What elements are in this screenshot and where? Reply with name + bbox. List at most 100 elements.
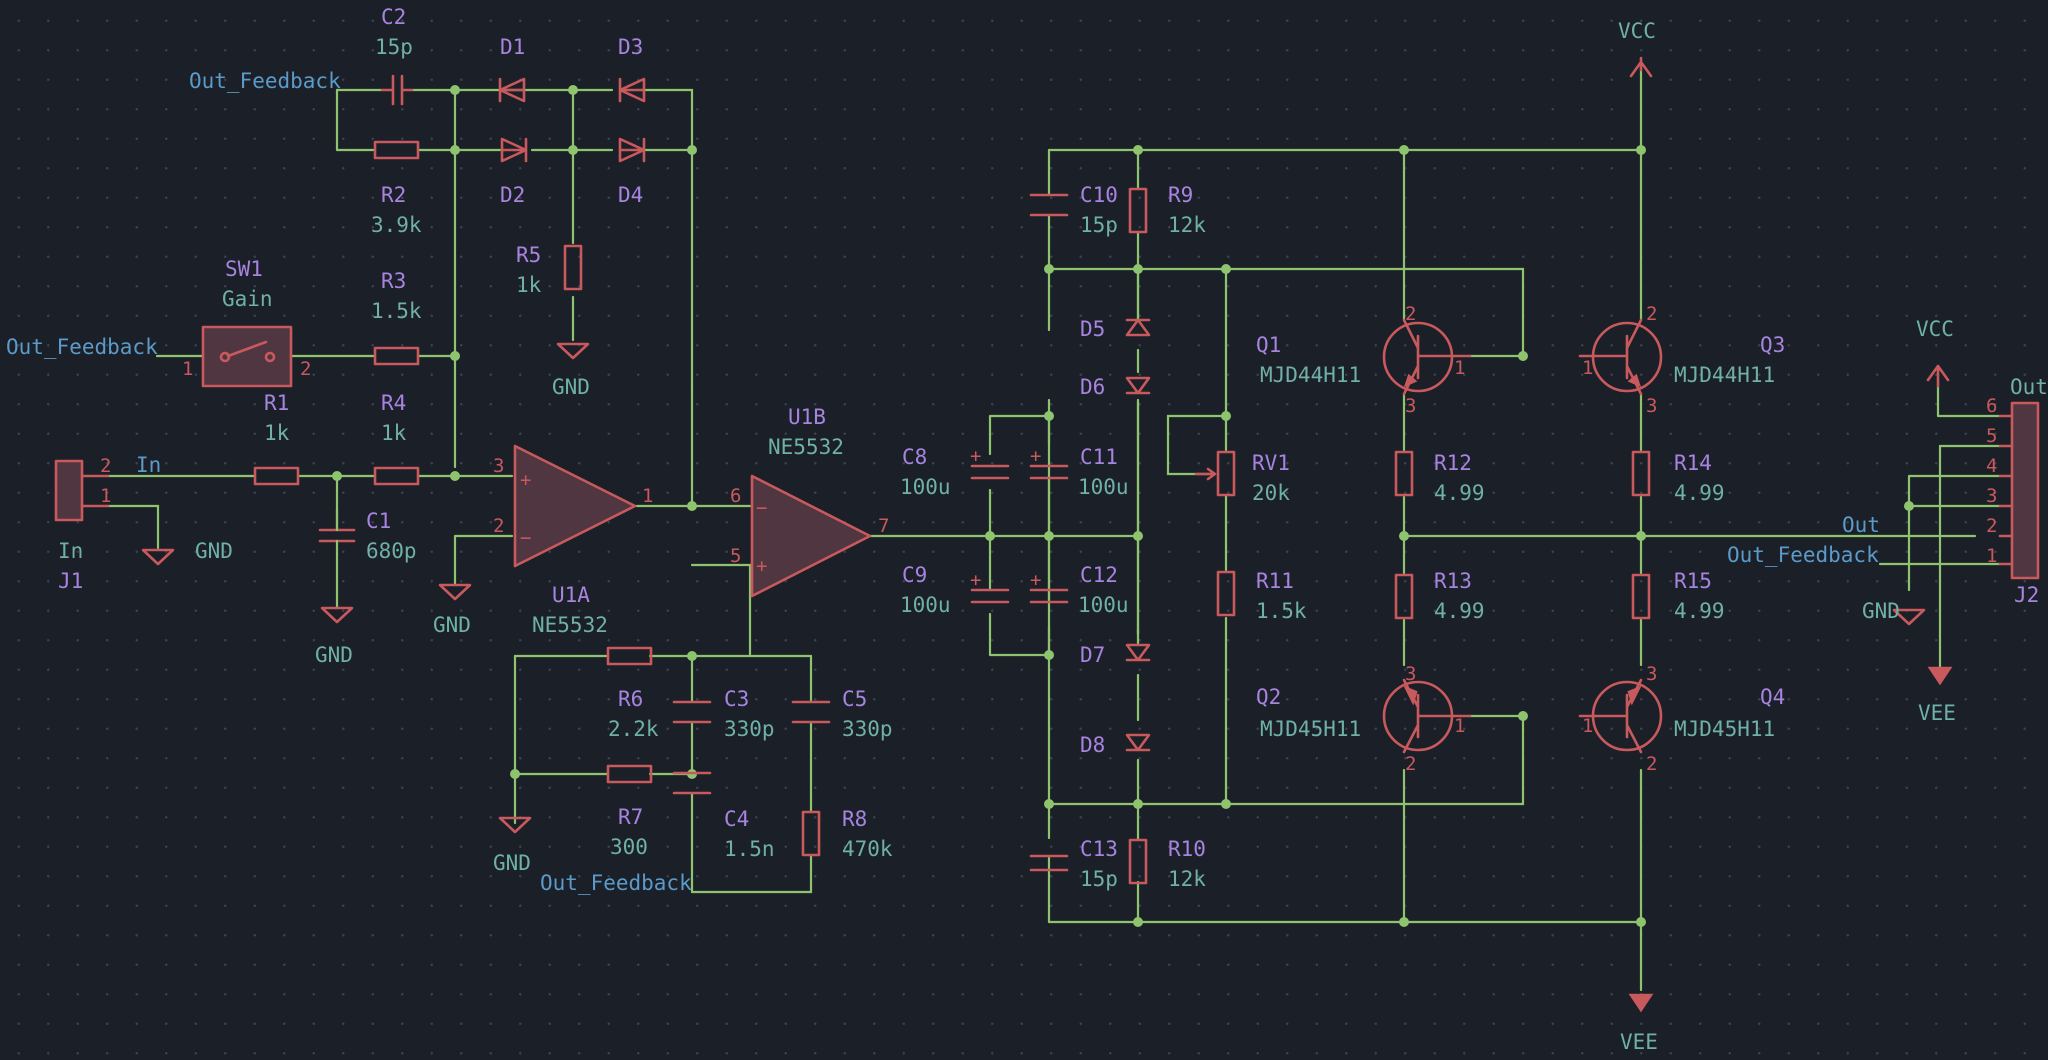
sw1-pin2: 2 <box>300 358 311 380</box>
c4-ref: C4 <box>724 807 749 831</box>
resistor-r8[interactable]: R8 470k <box>801 807 893 861</box>
q1-value: MJD44H11 <box>1260 363 1361 387</box>
opamp-u1b[interactable]: − + 6 5 7 U1B NE5532 <box>730 405 889 598</box>
c13-value: 15p <box>1080 867 1118 891</box>
u1a-minus: − <box>520 527 531 549</box>
resistor-r13[interactable]: R13 4.99 <box>1394 569 1485 623</box>
transistor-q1[interactable]: 2 3 1 Q1 MJD44H11 <box>1256 303 1472 417</box>
resistor-r3[interactable]: R3 1.5k <box>371 269 422 366</box>
r11-ref: R11 <box>1256 569 1294 593</box>
c11-ref: C11 <box>1080 445 1118 469</box>
resistor-r11[interactable]: R11 1.5k <box>1216 569 1307 623</box>
r9-ref: R9 <box>1168 183 1193 207</box>
gnd-label-r5: GND <box>552 375 590 399</box>
q2-pin2: 2 <box>1405 753 1416 775</box>
diode-d4[interactable]: D4 <box>618 137 646 207</box>
r10-ref: R10 <box>1168 837 1206 861</box>
capacitor-c13[interactable]: C13 15p <box>1029 837 1118 891</box>
resistor-r6[interactable]: R6 2.2k <box>606 646 659 741</box>
r14-value: 4.99 <box>1674 481 1725 505</box>
resistor-r15[interactable]: R15 4.99 <box>1631 569 1725 623</box>
c1-ref: C1 <box>366 509 391 533</box>
c3-value: 330p <box>724 717 775 741</box>
r2-value: 3.9k <box>371 213 422 237</box>
connector-j2[interactable]: 6 5 4 3 2 1 Out J2 <box>1986 375 2048 607</box>
q4-ref: Q4 <box>1760 685 1785 709</box>
q3-ref: Q3 <box>1760 333 1785 357</box>
u1a-plus: + <box>520 469 531 491</box>
capacitor-c3[interactable]: C3 330p <box>672 687 775 741</box>
u1b-pin6: 6 <box>730 485 741 507</box>
potentiometer-rv1[interactable]: RV1 20k <box>1194 450 1290 505</box>
resistor-r10[interactable]: R10 12k <box>1128 837 1206 891</box>
j2-pin1: 1 <box>1986 545 1997 567</box>
capacitor-c5[interactable]: C5 330p <box>791 687 893 741</box>
r12-ref: R12 <box>1434 451 1472 475</box>
c9-plus: + <box>970 569 981 591</box>
j1-value: In <box>58 539 83 563</box>
diode-d8[interactable]: D8 <box>1080 733 1151 757</box>
gnd-symbol-r7: GND <box>493 816 532 875</box>
opamp-u1a[interactable]: + − 3 2 1 U1A NE5532 <box>493 444 653 637</box>
c8-plus: + <box>970 445 981 467</box>
vcc-label-main: VCC <box>1618 19 1656 43</box>
junctions <box>332 85 1914 927</box>
capacitor-c2[interactable]: C2 15p <box>375 5 414 106</box>
q3-value: MJD44H11 <box>1674 363 1775 387</box>
net-label-out-feedback-bottom: Out_Feedback <box>540 871 692 895</box>
net-label-out-feedback-top: Out_Feedback <box>189 69 341 93</box>
r6-ref: R6 <box>618 687 643 711</box>
capacitor-c10[interactable]: C10 15p <box>1029 183 1118 237</box>
capacitor-c11[interactable]: + C11 100u <box>1029 445 1129 499</box>
r4-ref: R4 <box>381 391 406 415</box>
r1-value: 1k <box>264 421 290 445</box>
r11-value: 1.5k <box>1256 599 1307 623</box>
d8-ref: D8 <box>1080 733 1105 757</box>
c2-ref: C2 <box>381 5 406 29</box>
net-label-out-feedback-sw: Out_Feedback <box>6 335 158 359</box>
transistor-q3[interactable]: 2 3 1 Q3 MJD44H11 <box>1578 303 1785 417</box>
diode-d6[interactable]: D6 <box>1080 375 1151 399</box>
r7-ref: R7 <box>618 805 643 829</box>
switch-sw1[interactable]: SW1 Gain 1 2 <box>182 257 311 388</box>
resistor-r1[interactable]: R1 1k <box>253 391 300 486</box>
resistor-r7[interactable]: R7 300 <box>606 764 653 859</box>
r2-ref: R2 <box>381 183 406 207</box>
resistor-r12[interactable]: R12 4.99 <box>1394 450 1485 505</box>
gnd-label-c1: GND <box>315 643 353 667</box>
sw1-value: Gain <box>222 287 273 311</box>
resistor-r4[interactable]: R4 1k <box>373 391 420 486</box>
connector-j1[interactable]: 2 1 In J1 <box>54 455 111 593</box>
r1-ref: R1 <box>264 391 289 415</box>
r3-value: 1.5k <box>371 299 422 323</box>
resistor-r2[interactable]: R2 3.9k <box>371 140 422 237</box>
c13-ref: C13 <box>1080 837 1118 861</box>
j2-pin6: 6 <box>1986 395 1997 417</box>
resistor-r5[interactable]: R5 1k <box>516 243 583 297</box>
c1-value: 680p <box>366 539 417 563</box>
transistor-q4[interactable]: 3 2 1 Q4 MJD45H11 <box>1578 663 1785 775</box>
capacitor-c8[interactable]: + C8 100u <box>900 445 1010 499</box>
diode-d7[interactable]: D7 <box>1080 643 1151 667</box>
capacitor-c1[interactable]: C1 680p <box>318 508 417 563</box>
capacitor-c4[interactable]: C4 1.5n <box>672 771 775 861</box>
capacitor-c12[interactable]: + C12 100u <box>1029 563 1129 617</box>
resistor-r9[interactable]: R9 12k <box>1128 183 1206 237</box>
diode-d1[interactable]: D1 <box>498 35 526 103</box>
diode-d2[interactable]: D2 <box>500 137 528 207</box>
u1a-pin1: 1 <box>642 485 653 507</box>
q3-pin2: 2 <box>1646 303 1657 325</box>
r8-value: 470k <box>842 837 893 861</box>
gnd-label-u1a: GND <box>433 613 471 637</box>
resistor-r14[interactable]: R14 4.99 <box>1631 450 1725 505</box>
q4-value: MJD45H11 <box>1674 717 1775 741</box>
diode-d3[interactable]: D3 <box>618 35 646 103</box>
vee-label-main: VEE <box>1620 1030 1658 1054</box>
j1-ref: J1 <box>58 569 83 593</box>
diode-d5[interactable]: D5 <box>1080 317 1151 341</box>
capacitor-c9[interactable]: + C9 100u <box>900 563 1010 617</box>
transistor-q2[interactable]: 3 2 1 Q2 MJD45H11 <box>1256 663 1472 775</box>
gnd-symbol-u1a: GND <box>433 583 472 637</box>
u1b-value: NE5532 <box>768 435 844 459</box>
